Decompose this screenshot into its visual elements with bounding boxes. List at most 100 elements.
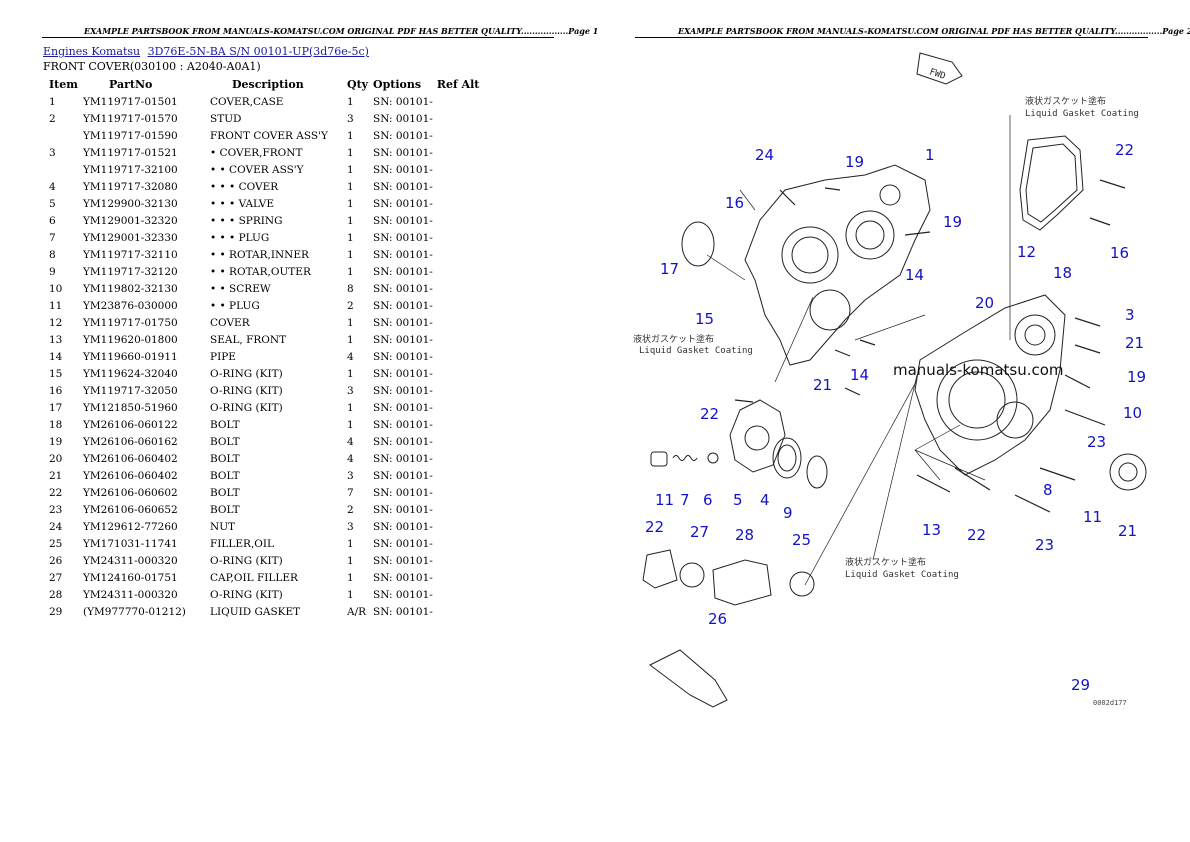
cell-qty: 1 xyxy=(347,588,354,601)
callout-22: 22 xyxy=(700,405,719,423)
cell-refalt xyxy=(437,450,484,467)
cell-options: SN: 00101- xyxy=(373,282,433,295)
cell-partno: YM129001-32330 xyxy=(83,231,178,244)
callout-9: 9 xyxy=(783,504,793,522)
cell-description: • COVER,FRONT xyxy=(210,146,303,159)
cell-refalt xyxy=(437,229,484,246)
cell-refalt xyxy=(437,144,484,161)
liquid-gasket-note-jp: 液状ガスケット塗布 xyxy=(845,556,926,568)
cell-options: SN: 00101- xyxy=(373,571,433,584)
cell-partno: YM26106-060402 xyxy=(83,452,178,465)
cell-partno: YM26106-060652 xyxy=(83,503,178,516)
cell-partno: YM119717-01521 xyxy=(83,146,178,159)
cell-qty: 1 xyxy=(347,146,354,159)
cell-item: 9 xyxy=(49,265,56,278)
callout-16: 16 xyxy=(1110,244,1129,262)
cell-partno: YM119717-01501 xyxy=(83,95,178,108)
cell-options: SN: 00101- xyxy=(373,384,433,397)
cell-item: 13 xyxy=(49,333,63,346)
liquid-gasket-note-en: Liquid Gasket Coating xyxy=(845,570,959,580)
parts-table: Item PartNo Description Qty Options Ref … xyxy=(43,76,483,620)
cell-qty: 1 xyxy=(347,367,354,380)
callout-19: 19 xyxy=(1127,368,1146,386)
cell-description: • • • COVER xyxy=(210,180,279,193)
cell-item: 3 xyxy=(49,146,56,159)
cell-qty: 1 xyxy=(347,418,354,431)
cell-refalt xyxy=(437,161,484,178)
cell-qty: 1 xyxy=(347,231,354,244)
exploded-parts-diagram: FWD xyxy=(633,52,1147,708)
callout-20: 20 xyxy=(975,294,994,312)
cell-partno: YM119717-01570 xyxy=(83,112,178,125)
cell-partno: YM129001-32320 xyxy=(83,214,178,227)
page-1: EXAMPLE PARTSBOOK FROM MANUALS-KOMATSU.C… xyxy=(42,26,599,620)
cell-qty: 1 xyxy=(347,180,354,193)
cell-refalt xyxy=(437,518,484,535)
callout-18: 18 xyxy=(1053,264,1072,282)
cell-partno: YM26106-060162 xyxy=(83,435,178,448)
cell-description: STUD xyxy=(210,112,242,125)
cell-options: SN: 00101- xyxy=(373,486,433,499)
cell-item: 11 xyxy=(49,299,63,312)
cell-options: SN: 00101- xyxy=(373,333,433,346)
callout-11: 11 xyxy=(655,491,674,509)
page-header: EXAMPLE PARTSBOOK FROM MANUALS-KOMATSU.C… xyxy=(84,26,599,36)
cell-options: SN: 00101- xyxy=(373,554,433,567)
cell-refalt xyxy=(437,569,484,586)
cell-partno: YM119717-01590 xyxy=(83,129,178,142)
callout-29: 29 xyxy=(1071,676,1090,694)
cell-item: 15 xyxy=(49,367,63,380)
cell-qty: 1 xyxy=(347,537,354,550)
callout-12: 12 xyxy=(1017,243,1036,261)
column-header-item: Item xyxy=(49,78,78,91)
cell-qty: 3 xyxy=(347,520,354,533)
callout-19: 19 xyxy=(845,153,864,171)
cell-item: 28 xyxy=(49,588,63,601)
cell-options: SN: 00101- xyxy=(373,367,433,380)
cell-refalt xyxy=(437,501,484,518)
callout-21: 21 xyxy=(1118,522,1137,540)
liquid-gasket-note-en: Liquid Gasket Coating xyxy=(639,346,753,356)
cell-options: SN: 00101- xyxy=(373,350,433,363)
svg-text:FWD: FWD xyxy=(928,67,947,82)
cell-options: SN: 00101- xyxy=(373,537,433,550)
watermark-text: manuals-komatsu.com xyxy=(893,361,1064,379)
cell-item: 22 xyxy=(49,486,63,499)
callout-1: 1 xyxy=(925,146,935,164)
cell-partno: YM119660-01911 xyxy=(83,350,178,363)
cell-item: 20 xyxy=(49,452,63,465)
cell-item: 18 xyxy=(49,418,63,431)
page-header: EXAMPLE PARTSBOOK FROM MANUALS-KOMATSU.C… xyxy=(678,26,1190,36)
oil-filler-cap-shape xyxy=(642,549,678,589)
liquid-gasket-note-jp: 液状ガスケット塗布 xyxy=(1025,95,1106,107)
cell-options: SN: 00101- xyxy=(373,197,433,210)
breadcrumb: Engines Komatsu 3D76E-5N-BA S/N 00101-UP… xyxy=(43,45,373,58)
callout-25: 25 xyxy=(792,531,811,549)
cell-options: SN: 00101- xyxy=(373,248,433,261)
cell-options: SN: 00101- xyxy=(373,214,433,227)
callout-14: 14 xyxy=(905,266,924,284)
breadcrumb-link-model[interactable]: 3D76E-5N-BA S/N 00101-UP(3d76e-5c) xyxy=(147,45,369,58)
cell-partno: YM129900-32130 xyxy=(83,197,178,210)
cell-partno: YM119717-32080 xyxy=(83,180,178,193)
callout-3: 3 xyxy=(1125,306,1135,324)
callout-7: 7 xyxy=(680,491,690,509)
cell-partno: YM119717-32050 xyxy=(83,384,178,397)
pump-cover-shape xyxy=(729,399,786,473)
column-header-refalt: Ref Alt xyxy=(436,78,480,91)
cell-partno: YM119802-32130 xyxy=(83,282,178,295)
header-rule xyxy=(635,37,1148,38)
drawing-code: 0002d177 xyxy=(1093,699,1127,707)
callout-26: 26 xyxy=(708,610,727,628)
cell-description: SEAL, FRONT xyxy=(210,333,287,346)
breadcrumb-link-engines[interactable]: Engines Komatsu xyxy=(43,45,141,58)
